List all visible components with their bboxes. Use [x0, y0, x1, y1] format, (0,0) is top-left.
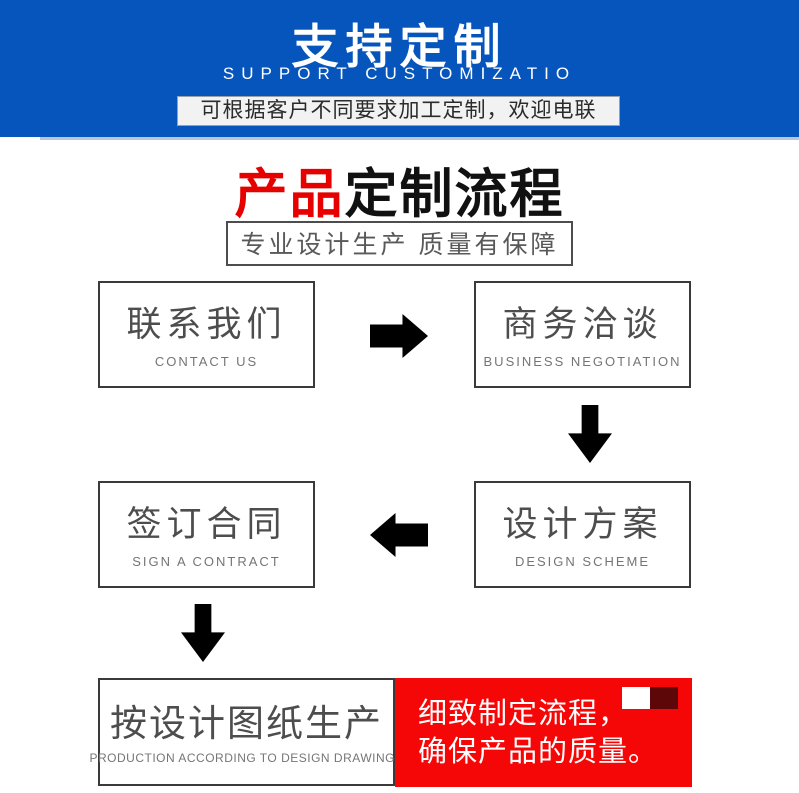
arrow-right-icon: [370, 314, 428, 358]
banner-subtitle: SUPPORT CUSTOMIZATIO: [222, 64, 577, 83]
decor-square-dark: [650, 687, 678, 709]
step-label-en: PRODUCTION ACCORDING TO DESIGN DRAWINGS: [89, 750, 404, 765]
step-label-zh: 签订合同: [126, 504, 287, 544]
banner-title: 支持定制: [291, 20, 508, 73]
step-label-zh: 商务洽谈: [502, 304, 663, 344]
decor-square-white: [622, 687, 650, 709]
section-title: 产品定制流程: [0, 152, 799, 228]
note-line-2: 确保产品的质量。: [418, 736, 659, 768]
arrow-down-icon: [568, 405, 612, 463]
banner-shadow-divider: [40, 137, 799, 140]
arrow-left-icon: [370, 513, 428, 557]
step-label-zh: 设计方案: [502, 504, 663, 544]
section-title-highlight: 产品: [234, 165, 345, 224]
step-label-en: BUSINESS NEGOTIATION: [483, 353, 682, 369]
note-line-1: 细致制定流程，: [418, 698, 629, 730]
customization-banner: 支持定制 SUPPORT CUSTOMIZATIO 可根据客户不同要求加工定制，…: [0, 0, 799, 137]
arrow-down-icon: [181, 604, 225, 662]
flow-step-production: 按设计图纸生产 PRODUCTION ACCORDING TO DESIGN D…: [90, 678, 403, 786]
banner-tagline: 可根据客户不同要求加工定制，欢迎电联: [177, 96, 620, 126]
step-label-zh: 联系我们: [126, 304, 287, 344]
step-label-zh: 按设计图纸生产: [110, 702, 383, 744]
step-label-en: SIGN A CONTRACT: [132, 553, 281, 569]
quality-note-box: 细致制定流程， 确保产品的质量。: [395, 678, 692, 787]
section-subtitle: 专业设计生产 质量有保障: [225, 221, 574, 266]
flow-step-business-negotiation: 商务洽谈 BUSINESS NEGOTIATION: [474, 281, 691, 388]
section-subtitle-wrap: 专业设计生产 质量有保障: [0, 221, 799, 266]
flow-step-design-scheme: 设计方案 DESIGN SCHEME: [474, 481, 691, 588]
step-label-en: DESIGN SCHEME: [514, 553, 651, 569]
step-label-en: CONTACT US: [154, 353, 259, 369]
section-title-rest: 定制流程: [344, 165, 565, 224]
flow-step-sign-contract: 签订合同 SIGN A CONTRACT: [98, 481, 315, 588]
flow-step-contact-us: 联系我们 CONTACT US: [98, 281, 315, 388]
